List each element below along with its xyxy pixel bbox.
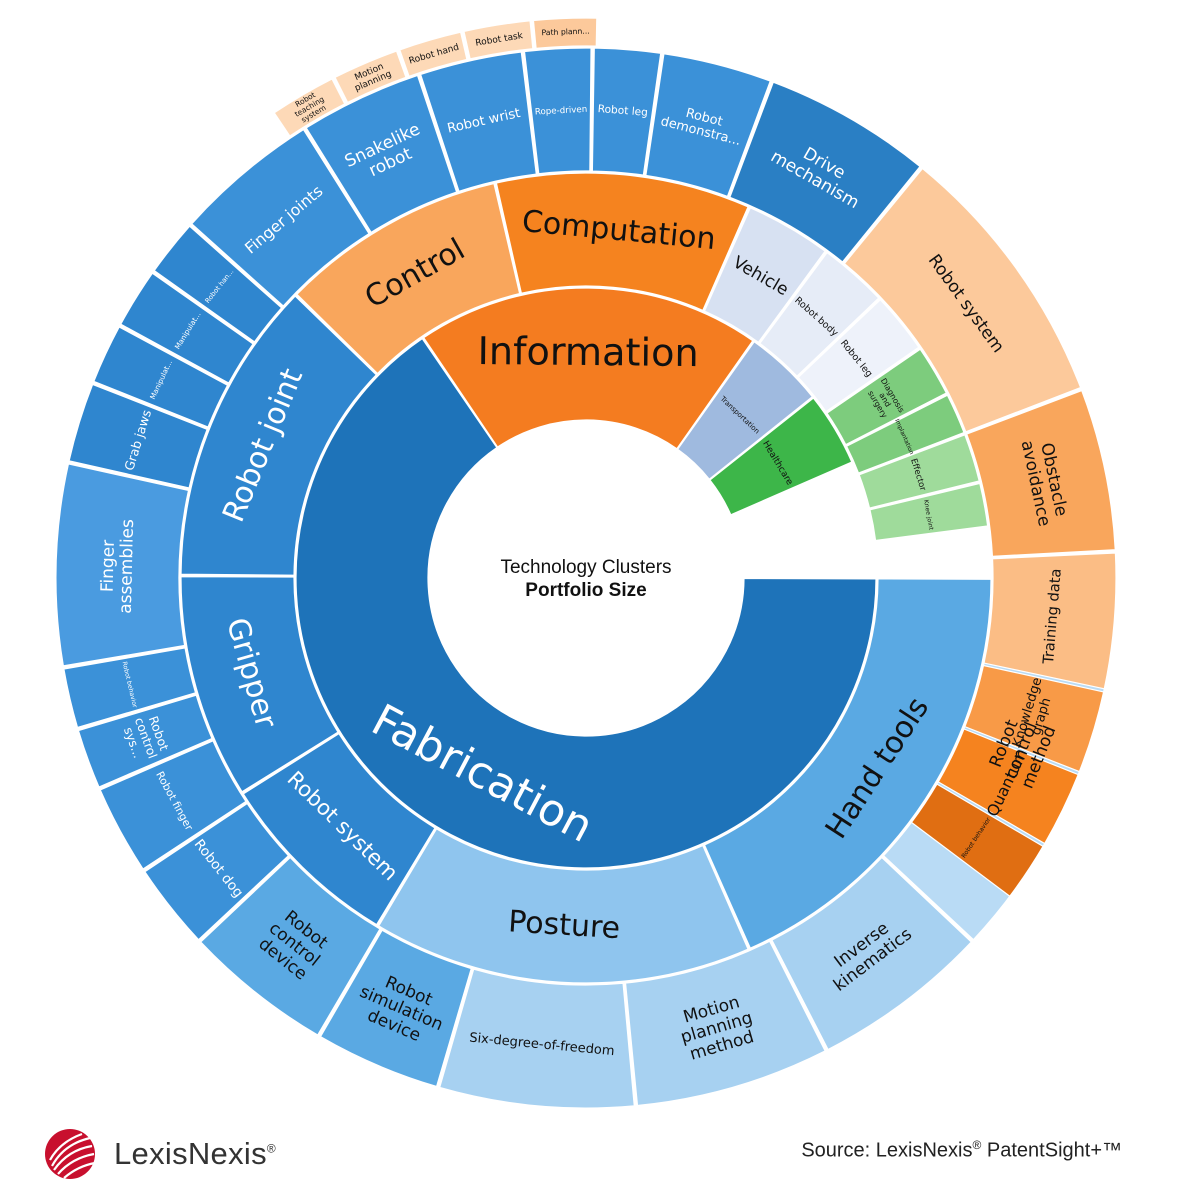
ring2-segment-implantation: [845, 394, 965, 474]
ring3-segment-robot-control-sys: [77, 694, 213, 788]
ring3-segment-motion-planning-method: [624, 940, 826, 1107]
ring2-segment-control: [296, 182, 521, 375]
ring4-segment-robot-hand: [398, 31, 468, 78]
ring3-segment-manipulat: [93, 326, 229, 428]
ring3-segment-robot-finger: [99, 739, 247, 870]
ring3-segment-robot-leg: [591, 47, 662, 176]
ring3-segment-robot-control-device: [199, 856, 381, 1036]
center-subtitle: Portfolio Size: [525, 580, 646, 601]
ring1-segment-fabrication: [295, 337, 877, 869]
ring1-segment-healthcare: [709, 397, 853, 516]
ring2-segment-vehicle: [703, 207, 826, 344]
ring3-segment-six-degree-of-freedom: [438, 968, 635, 1109]
ring2-segment-knee-joint: [869, 482, 989, 542]
ring3-segment-snakelike-robot: [305, 74, 458, 234]
ring3-label-robot-simulation-device: Robotsimulationdevice: [349, 965, 453, 1053]
ring3-segment-drive-mechanism: [729, 81, 921, 263]
ring3-segment-grab-jaws: [68, 383, 208, 489]
ring2-segment-effector: [858, 434, 980, 509]
ring4-segment-path-plann: [532, 17, 598, 50]
lexisnexis-logo: LexisNexis®: [42, 1126, 276, 1182]
ring2-segment-hand-tools: [703, 578, 992, 949]
ring4-label-path-plann: Path plann...: [541, 26, 589, 37]
ring3-segment-inverse-kinematics: [771, 856, 973, 1051]
ring1-label-information: Information: [477, 329, 698, 375]
ring4-segment-robot-task: [463, 20, 534, 60]
ring3-segment-training-data: [983, 552, 1117, 690]
ring3-segment-quantum: [937, 728, 1079, 845]
ring3-segment-robot-demonstra: [645, 53, 772, 198]
ring3-segment-robot-dog: [144, 802, 290, 941]
ring2-segment-gripper: [180, 576, 339, 793]
ring2-segment-robot-leg: [797, 298, 920, 413]
ring3-segment-finger-assemblies: [55, 463, 190, 667]
ring3-segment-robot-behavior: [910, 783, 1044, 898]
ring3-segment-knowledge-graph: [964, 664, 1105, 773]
ring3-segment-robot-han: [153, 225, 283, 343]
center-hole: [430, 422, 742, 734]
ring2-label-posture: Posture: [507, 904, 621, 946]
ring3-label-rope-driven: Rope-driven: [535, 104, 588, 117]
ring3-segment-robot-behavior: [63, 647, 197, 729]
ring4-segment-motion-planning: [334, 50, 407, 104]
ring3-segment-rope-driven: [523, 47, 592, 175]
ring2-segment-diagnosis-and-surgery: [826, 348, 948, 446]
ring2-segment-posture: [377, 828, 749, 984]
logo-wordmark: LexisNexis®: [114, 1136, 277, 1171]
ring3-segment-robot-system: [843, 167, 1082, 433]
ring2-segment-computation: [495, 172, 749, 312]
ring1-segment-transportation: [676, 340, 814, 481]
rings-layer: [55, 17, 1117, 1109]
ring3-segment-finger-joints: [190, 128, 370, 307]
ring2-segment-robot-body: [758, 251, 880, 377]
ring3-label-finger-assemblies: Fingerassemblies: [97, 518, 138, 614]
source-note: Source: LexisNexis® PatentSight+™: [801, 1138, 1122, 1162]
lexisnexis-tree-icon: [45, 1129, 96, 1179]
center-title: Technology Clusters: [500, 557, 671, 578]
ring3-segment-robot-wrist: [419, 51, 537, 193]
ring3-segment-robot-simulation-device: [319, 929, 473, 1088]
ring2-segment-robot-system: [242, 732, 436, 926]
ring3-segment-obstacle-avoidance: [965, 389, 1116, 557]
ring4-segment-robot-teaching-system: [273, 78, 346, 137]
ring3-segment-manipulat: [119, 272, 254, 384]
ring1-segment-information: [422, 287, 754, 450]
ring2-segment-robot-joint: [180, 295, 378, 576]
ring3-label-robot-leg: Robot leg: [597, 103, 648, 119]
